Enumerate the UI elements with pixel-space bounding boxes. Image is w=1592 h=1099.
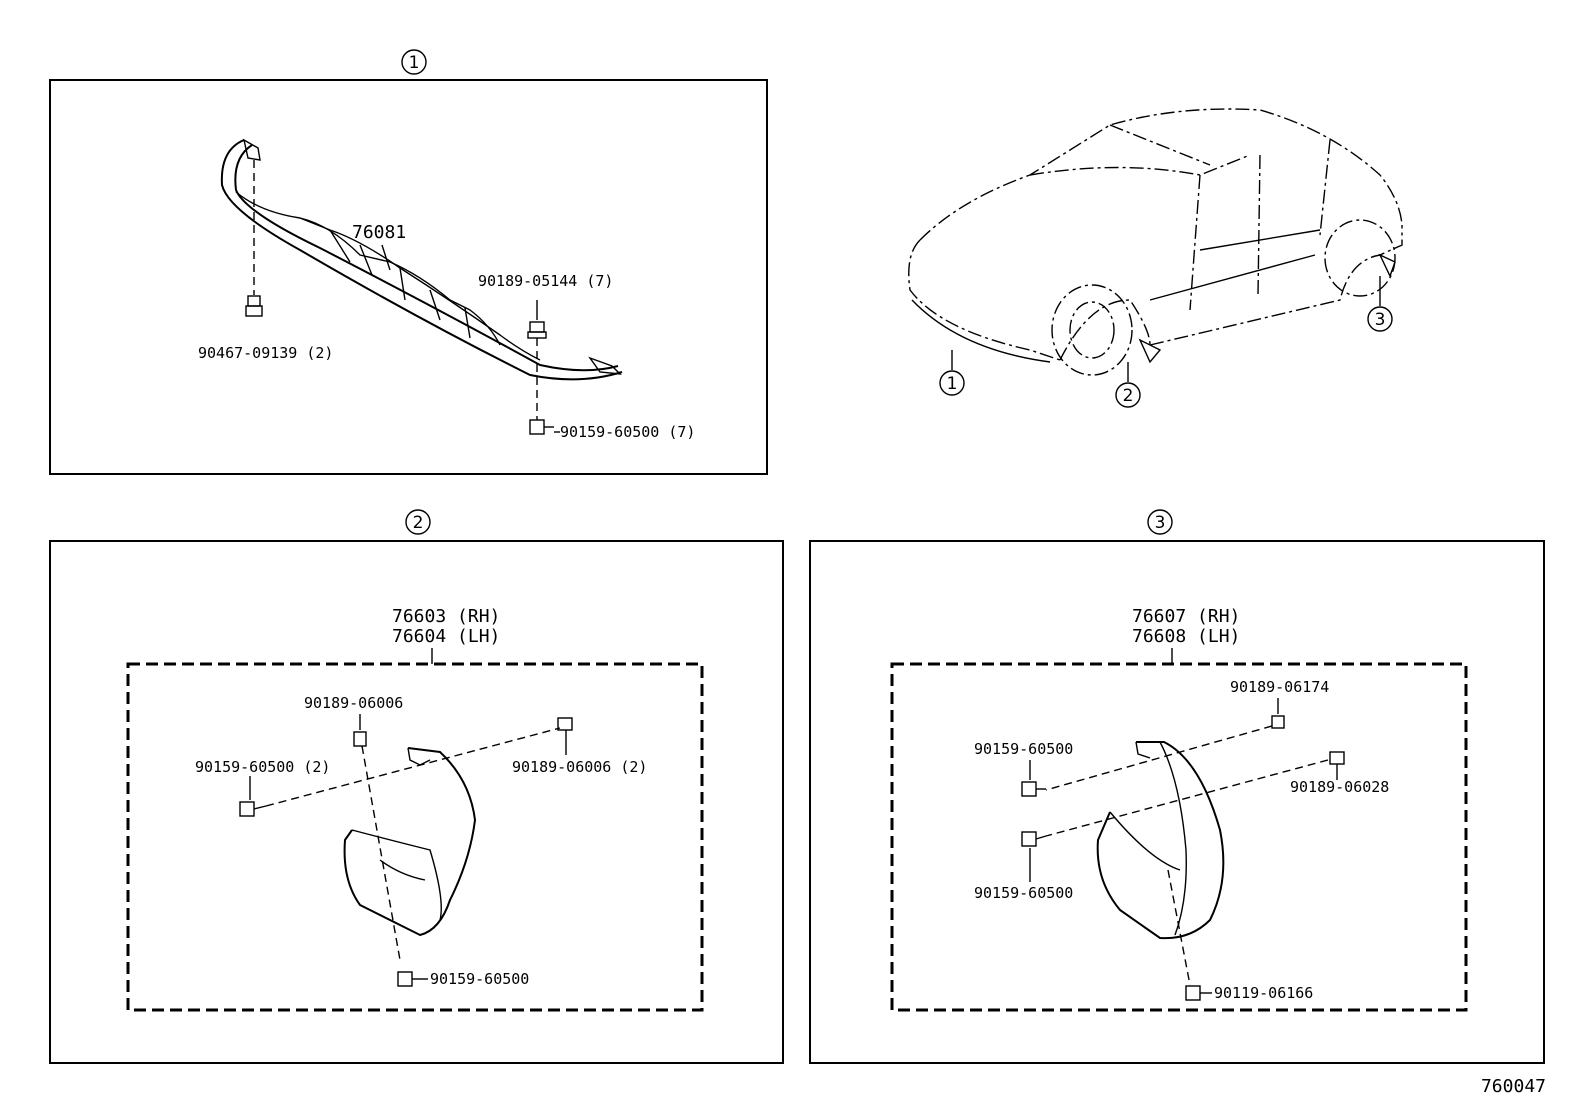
dash-rear-middle [1045, 759, 1329, 837]
car-callout-2: 2 [1123, 386, 1134, 406]
label-76603: 76603 (RH) [392, 606, 500, 627]
section-1-frame [49, 79, 768, 475]
section-1: 1 76081 90467-09139 (2) 90189-05144 (7) [49, 49, 768, 475]
label-76608: 76608 (LH) [1132, 626, 1240, 647]
mudflap-front-drawing [343, 747, 477, 937]
screw-icon [1021, 781, 1046, 797]
dash-rear-upper [1045, 725, 1273, 791]
label-76607: 76607 (RH) [1132, 606, 1240, 627]
clip-icon [353, 731, 367, 747]
screw-icon [397, 971, 413, 987]
dash-rear-vertical [1167, 869, 1191, 986]
label-90467-09139: 90467-09139 (2) [198, 344, 333, 362]
nut-icon [527, 321, 547, 339]
car-callout-2-ring [1115, 382, 1141, 408]
label-90159-60500-7: 90159-60500 (7) [560, 423, 695, 441]
diagram-id: 760047 [1481, 1076, 1546, 1097]
screw-icon [239, 801, 267, 817]
screw-icon [1185, 985, 1201, 1001]
section-2-marker: 2 [413, 513, 424, 533]
section-3-frame [809, 540, 1545, 1064]
label-90159-60500: 90159-60500 [430, 970, 529, 988]
section-3-dashed-frame [890, 662, 1468, 1012]
front-spoiler-drawing [220, 138, 623, 381]
car-callout-1-ring [939, 370, 965, 396]
label-90119-06166: 90119-06166 [1214, 984, 1313, 1002]
section-2-frame [49, 540, 784, 1064]
label-90189-06174: 90189-06174 [1230, 678, 1329, 696]
section-1-marker-ring [401, 49, 427, 75]
car-callout-3-ring [1367, 306, 1393, 332]
section-3-marker: 3 [1155, 513, 1166, 533]
label-90189-06006: 90189-06006 [304, 694, 403, 712]
section-2-dashed-frame [126, 662, 704, 1012]
label-76604: 76604 (LH) [392, 626, 500, 647]
screw-icon [529, 419, 554, 435]
grommet-icon [557, 717, 573, 731]
screw-icon [1021, 831, 1047, 847]
grommet-icon [1329, 751, 1345, 765]
dash-front-horizontal [265, 727, 561, 807]
label-90189-05144: 90189-05144 (7) [478, 272, 613, 290]
label-90189-06028: 90189-06028 [1290, 778, 1389, 796]
car-callout-1: 1 [947, 374, 958, 394]
label-90159-60500-2: 90159-60500 (2) [195, 758, 330, 776]
label-90159-60500-lower: 90159-60500 [974, 884, 1073, 902]
section-2: 2 76603 (RH) 76604 (LH) 90189-06006 9015… [49, 509, 784, 1064]
clip-icon [245, 295, 263, 317]
car-callout-3: 3 [1375, 310, 1386, 330]
car-overview: 1 2 3 [908, 108, 1403, 408]
section-2-marker-ring [405, 509, 431, 535]
mudflap-rear-drawing [1096, 741, 1225, 940]
section-3-marker-ring [1147, 509, 1173, 535]
label-90189-06006-2: 90189-06006 (2) [512, 758, 647, 776]
label-76081: 76081 [352, 222, 406, 243]
dash-front-vertical [361, 745, 401, 961]
label-90159-60500-upper: 90159-60500 [974, 740, 1073, 758]
section-1-marker: 1 [409, 53, 420, 73]
nut-icon [1271, 715, 1285, 729]
leader-76081 [381, 244, 391, 271]
section-3: 3 76607 (RH) 76608 (LH) 90189-06174 9015… [809, 509, 1545, 1064]
